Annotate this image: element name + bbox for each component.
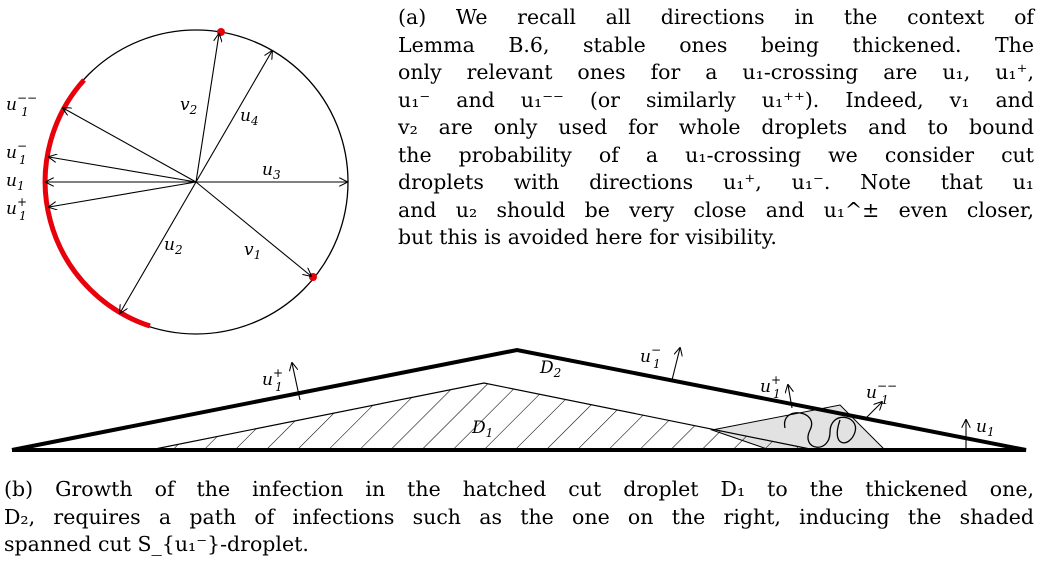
label-u1-minus: u−1 (6, 139, 27, 167)
stable-point-right (309, 273, 317, 281)
caption-a-line: droplets with directions u₁⁺, u₁⁻. Note … (398, 170, 1034, 194)
caption-a-line: but this is avoided here for visibility. (398, 225, 777, 249)
label-u1-plus-right: u+1 (760, 373, 781, 401)
label-u1-mm: u−−1 (866, 379, 897, 407)
droplet-d2 (11, 347, 1027, 452)
label-u1-plus: u+1 (6, 195, 27, 223)
label-v2: v2 (180, 95, 197, 117)
arrow-u1-minus (49, 157, 197, 183)
caption-a-line: u₁⁻ and u₁⁻⁻ (or similarly u₁⁺⁺). Indeed… (398, 87, 1034, 112)
normal-u1-mm (865, 402, 882, 419)
caption-b-line: D₂, requires a path of infections such a… (4, 504, 1034, 529)
label-u1-plus-left: u+1 (262, 366, 283, 394)
label-d2: D2 (539, 358, 561, 380)
arrow-v2 (195, 34, 219, 183)
normal-u1-plus-left (292, 363, 301, 401)
caption-b: (b) Growth of the infection in the hatch… (4, 476, 1034, 559)
label-u4: u4 (240, 106, 259, 128)
label-u1-mm: u−−1 (6, 91, 37, 119)
caption-b-line: (b) Growth of the infection in the hatch… (4, 477, 1034, 501)
caption-a-line: (a) We recall all directions in the cont… (398, 5, 1034, 29)
arrow-u1-plus (49, 181, 197, 207)
figure-a-directions: v2 u4 u3 u2 v1 u−−1 u−1 u1 u+1 (6, 28, 349, 335)
caption-b-line: spanned cut S_{u₁⁻}-droplet. (4, 532, 309, 556)
caption-a-line: only relevant ones for a u₁-crossing are… (398, 60, 1034, 84)
label-v1: v1 (244, 240, 261, 262)
label-d1: D1 (471, 418, 493, 440)
caption-a-line: v₂ are only used for whole droplets and … (398, 115, 1034, 139)
label-u1-minus: u−1 (640, 343, 661, 371)
arrow-u4 (195, 51, 272, 183)
label-u2: u2 (164, 235, 183, 257)
stable-point-top (217, 28, 225, 36)
stable-arc (42, 78, 151, 329)
normal-u1-minus (671, 348, 680, 381)
caption-a-line: Lemma B.6, stable ones being thickened. … (398, 32, 1034, 57)
arrow-u2 (120, 181, 197, 313)
caption-a-line: and u₂ should be very close and u₁^± eve… (398, 197, 1034, 222)
arrow-v1 (195, 181, 311, 276)
caption-a-line: the probability of a u₁-crossing we cons… (398, 142, 1034, 167)
figure-b-droplets: D1 D2 u+1 u−1 u+1 u−−1 u1 (11, 343, 1027, 452)
label-u1: u1 (976, 417, 995, 439)
arrow-u1-mm (63, 108, 197, 183)
caption-a: (a) We recall all directions in the cont… (398, 4, 1034, 252)
label-u3: u3 (262, 160, 281, 182)
label-u1: u1 (6, 171, 25, 193)
normal-u1-plus-right (788, 385, 792, 409)
infection-path (784, 412, 857, 448)
